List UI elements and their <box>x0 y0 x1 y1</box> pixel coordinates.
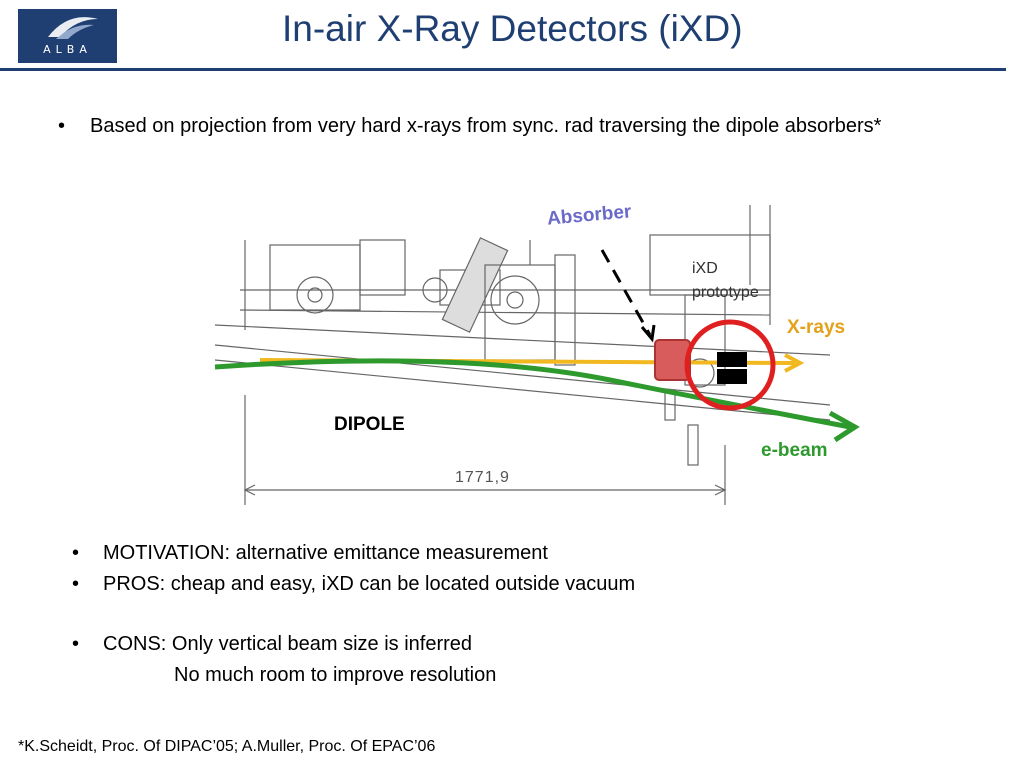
bullet-pros-text: PROS: cheap and easy, iXD can be located… <box>103 573 636 595</box>
logo-text: ALBA <box>43 43 92 56</box>
label-ixd: iXD <box>692 260 718 277</box>
bullet-marker: • <box>72 573 80 595</box>
dipole-diagram <box>214 205 860 505</box>
label-xrays: X-rays <box>787 317 846 338</box>
title-underline <box>0 68 1006 71</box>
bullet-intro-text: Based on projection from very hard x-ray… <box>90 115 882 137</box>
bullet-intro: • Based on projection from very hard x-r… <box>58 111 928 171</box>
label-ebeam: e-beam <box>761 440 828 461</box>
label-dipole: DIPOLE <box>334 414 405 435</box>
bullet-marker: • <box>72 542 80 564</box>
bullet-motivation-text: MOTIVATION: alternative emittance measur… <box>103 542 548 564</box>
ixd-highlight-circle <box>684 319 776 411</box>
absorber-block <box>654 339 691 381</box>
label-dimension: 1771,9 <box>455 469 510 486</box>
footnote: *K.Scheidt, Proc. Of DIPAC’05; A.Muller,… <box>18 738 436 755</box>
bullet-marker: • <box>58 115 66 137</box>
alba-logo-icon <box>48 17 98 39</box>
alba-logo: ALBA <box>18 9 117 63</box>
mechanical-drawing <box>214 205 831 505</box>
ixd-detector <box>717 352 747 384</box>
electron-beam <box>214 358 860 443</box>
bullet-marker: • <box>72 633 80 655</box>
bullet-cons-continued: No much room to improve resolution <box>174 664 497 686</box>
page-title: In-air X-Ray Detectors (iXD) <box>282 8 743 49</box>
absorber-arrow <box>600 249 656 343</box>
bullet-cons-text: CONS: Only vertical beam size is inferre… <box>103 633 473 655</box>
label-prototype: prototype <box>692 284 759 301</box>
